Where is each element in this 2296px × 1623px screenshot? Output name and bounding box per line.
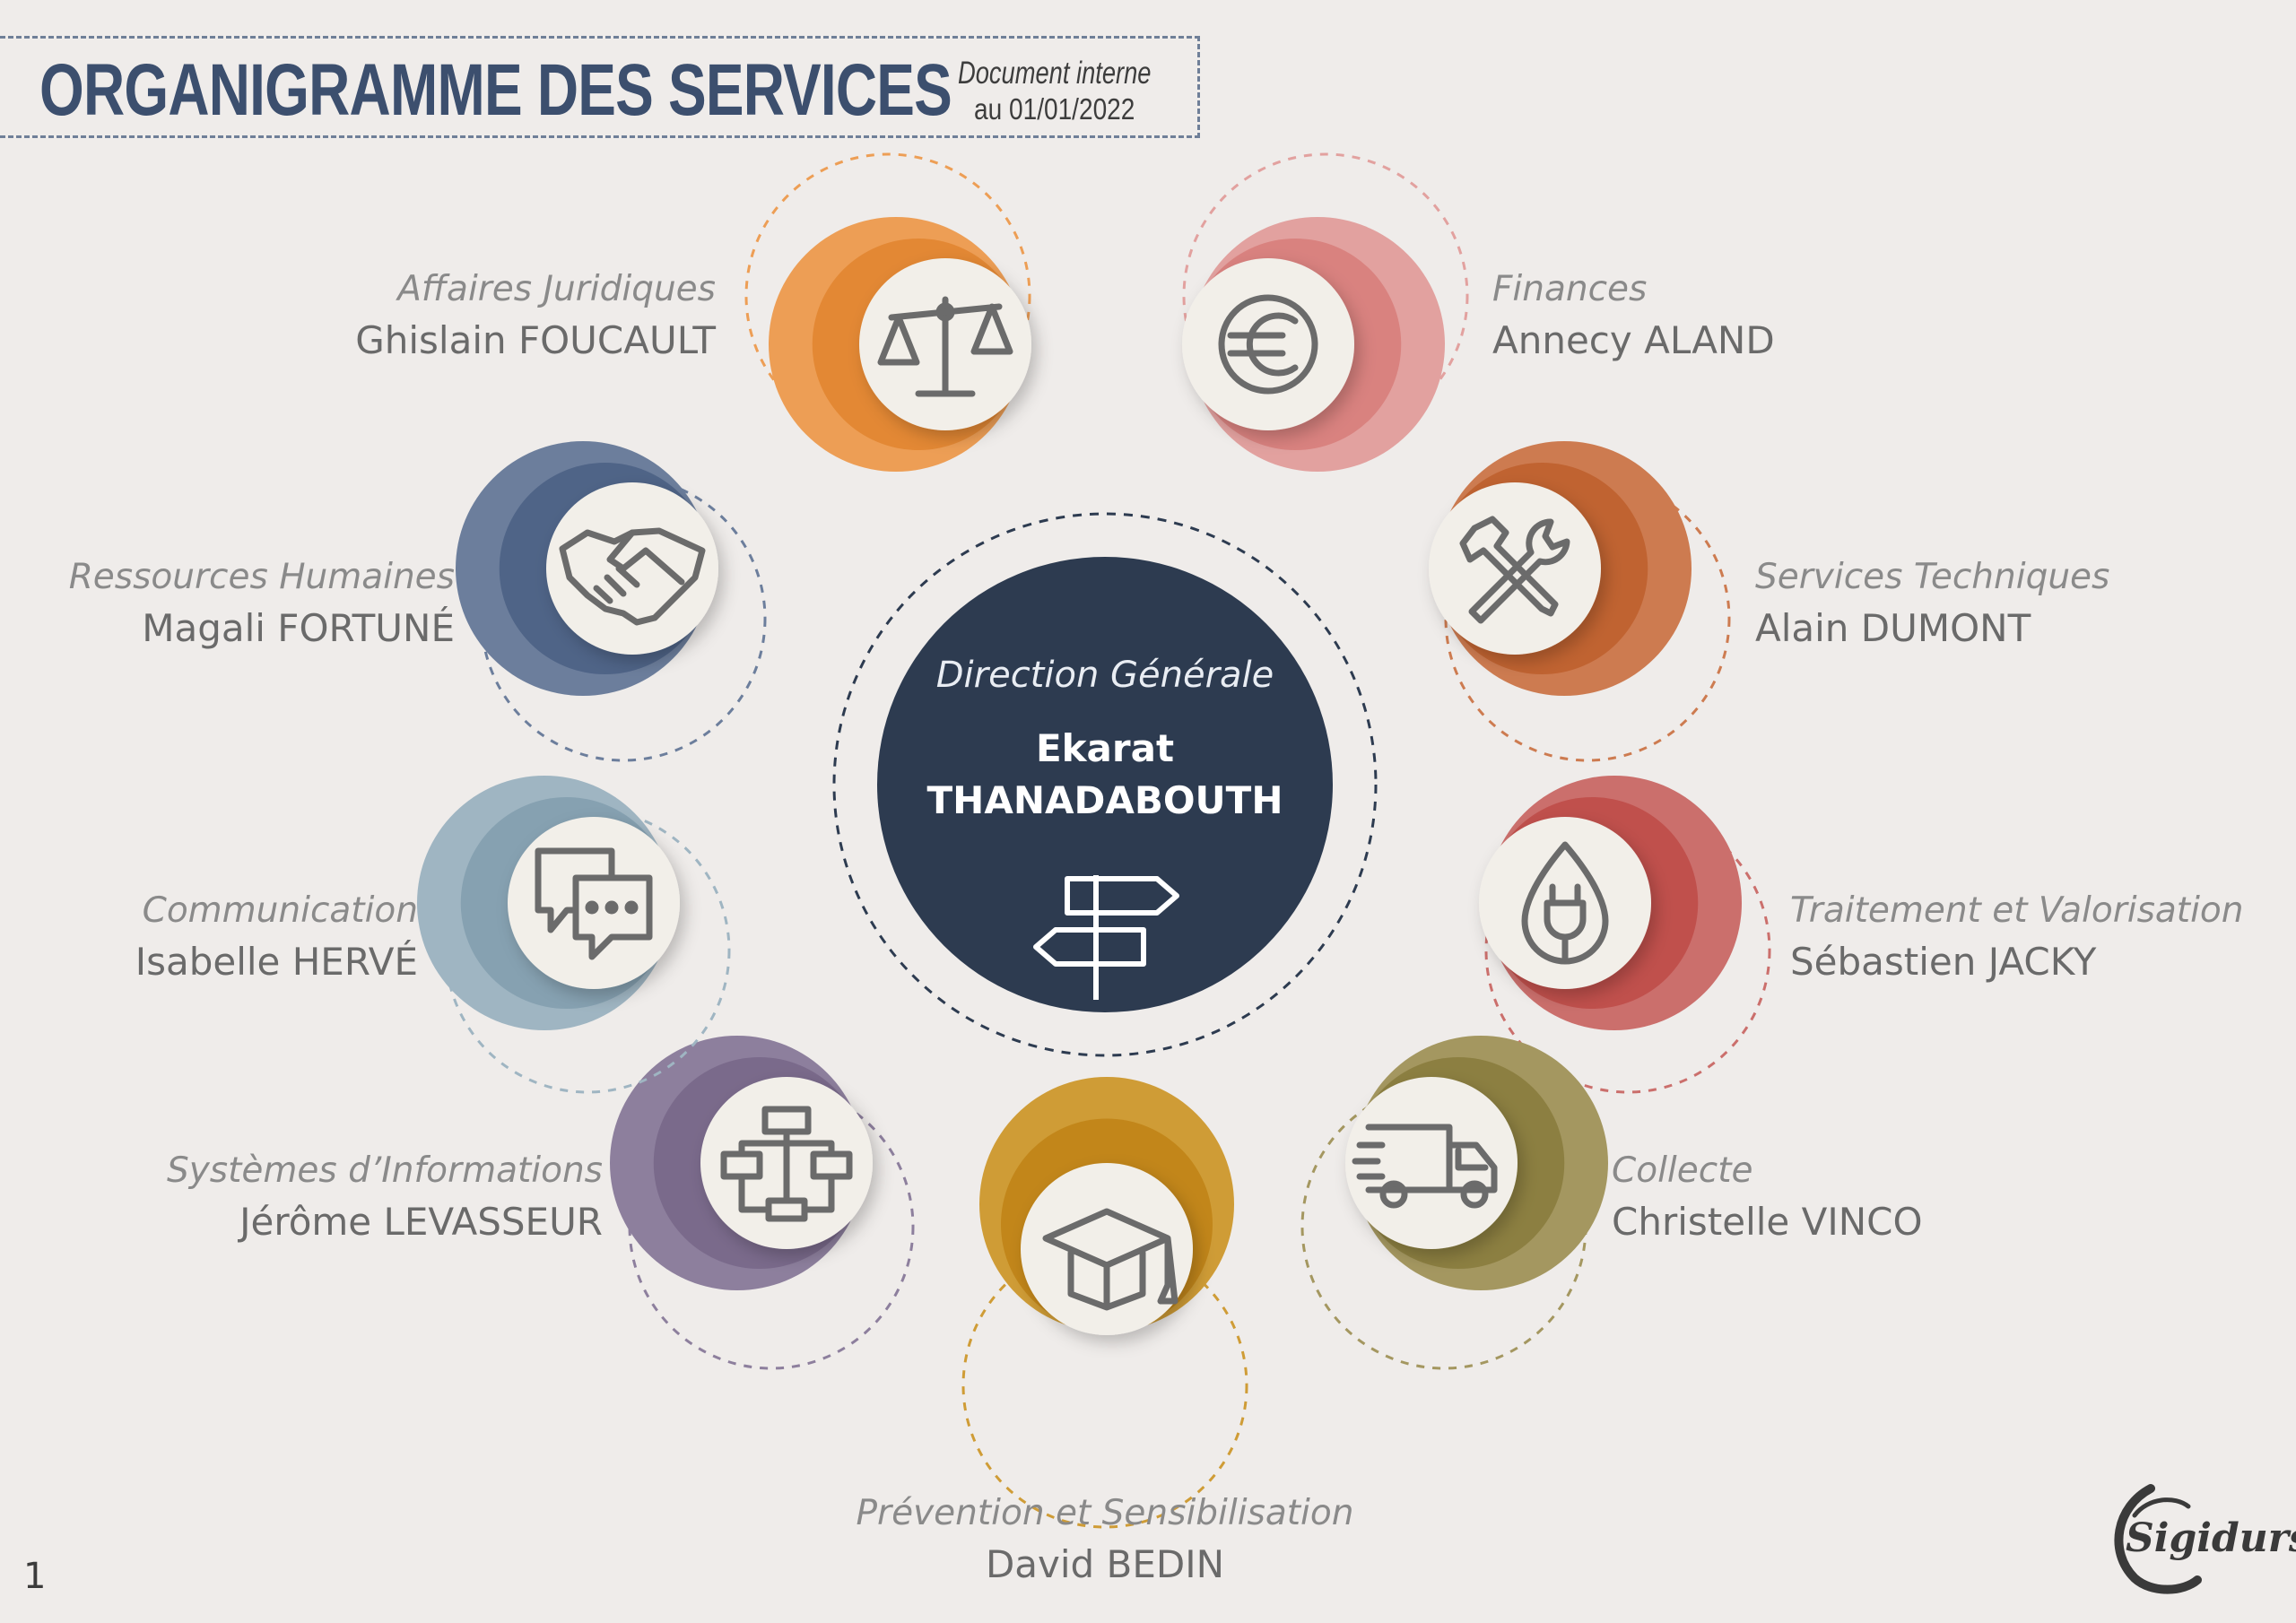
service-node-4 bbox=[1479, 776, 1771, 1094]
service-name: Systèmes d’Informations bbox=[166, 1150, 603, 1191]
service-node-9 bbox=[456, 441, 767, 762]
service-name: Prévention et Sensibilisation bbox=[856, 1493, 1354, 1533]
service-head: David BEDIN bbox=[985, 1542, 1225, 1586]
service-node-2 bbox=[1182, 152, 1469, 472]
service-name: Collecte bbox=[1612, 1150, 1753, 1191]
service-name: Communication bbox=[142, 890, 418, 931]
service-head: Christelle VINCO bbox=[1612, 1200, 1923, 1244]
center-last-name: THANADABOUTH bbox=[926, 778, 1283, 822]
chat-bubbles-icon bbox=[535, 847, 653, 960]
icon-disc bbox=[546, 482, 718, 655]
service-name: Ressources Humaines bbox=[68, 557, 455, 597]
signpost-icon bbox=[1033, 875, 1179, 1000]
service-head: Isabelle HERVÉ bbox=[135, 940, 418, 984]
service-node-6 bbox=[961, 1077, 1248, 1529]
logo-name: Sigidurs bbox=[2126, 1515, 2296, 1561]
center-first-name: Ekarat bbox=[1035, 726, 1175, 770]
service-name: Finances bbox=[1492, 269, 1648, 309]
center-labels: Direction Générale Ekarat THANADABOUTH bbox=[881, 655, 1329, 827]
title-frame bbox=[0, 36, 1200, 138]
handshake-icon bbox=[559, 527, 706, 626]
service-head: Sébastien JACKY bbox=[1790, 940, 2097, 984]
service-node-1 bbox=[744, 152, 1031, 472]
icon-disc bbox=[1021, 1163, 1193, 1335]
document-type: Document interne bbox=[958, 56, 1152, 91]
sigidurs-logo-icon bbox=[2114, 1484, 2202, 1594]
service-name: Traitement et Valorisation bbox=[1790, 890, 2244, 931]
scales-icon bbox=[877, 296, 1013, 397]
service-head: Ghislain FOUCAULT bbox=[355, 318, 716, 362]
icon-disc bbox=[1182, 258, 1354, 430]
service-node-8 bbox=[417, 776, 731, 1094]
service-node-3 bbox=[1429, 441, 1731, 762]
page-title: ORGANIGRAMME DES SERVICES bbox=[39, 49, 952, 131]
service-node-7 bbox=[610, 1036, 915, 1370]
service-node-5 bbox=[1300, 1036, 1608, 1370]
leaf-plug-icon bbox=[1521, 841, 1609, 965]
graduation-cap-icon bbox=[1042, 1208, 1178, 1311]
dashed-orbit bbox=[744, 152, 1031, 439]
center-node bbox=[832, 512, 1378, 1057]
network-icon bbox=[720, 1106, 853, 1222]
service-name: Affaires Juridiques bbox=[397, 269, 716, 309]
dashed-orbit bbox=[1182, 152, 1469, 439]
service-head: Annecy ALAND bbox=[1492, 318, 1775, 362]
page-number: 1 bbox=[23, 1556, 47, 1597]
tools-icon bbox=[1459, 516, 1570, 624]
euro-icon bbox=[1218, 294, 1318, 395]
service-head: Alain DUMONT bbox=[1755, 606, 2031, 650]
center-role: Direction Générale bbox=[935, 655, 1274, 696]
truck-icon bbox=[1352, 1124, 1498, 1209]
service-name: Services Techniques bbox=[1755, 557, 2110, 597]
service-head: Jérôme LEVASSEUR bbox=[239, 1200, 603, 1244]
service-head: Magali FORTUNÉ bbox=[142, 606, 455, 650]
document-date: au 01/01/2022 bbox=[974, 92, 1135, 126]
